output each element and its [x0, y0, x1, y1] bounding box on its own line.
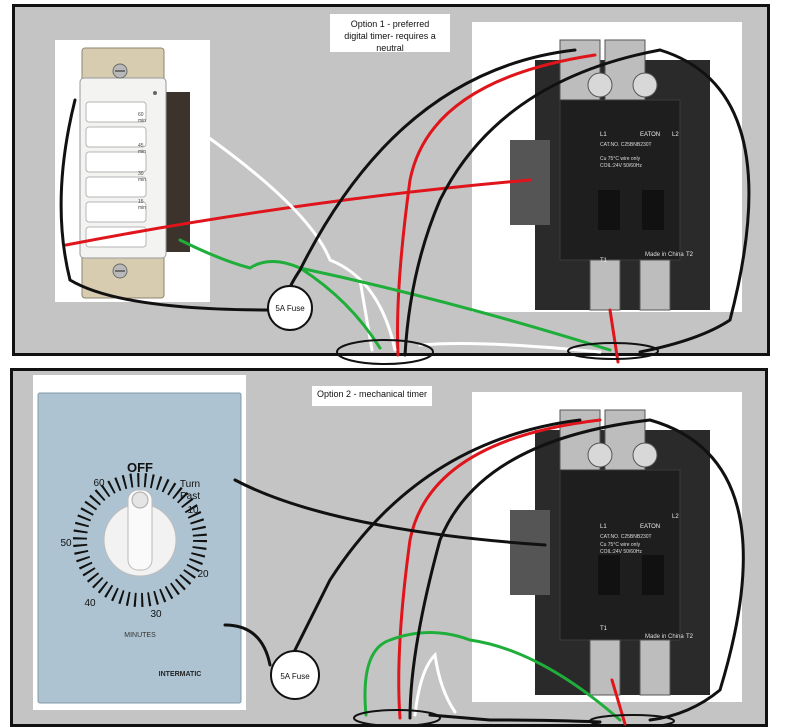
timer-mark-30-unit: min — [138, 177, 146, 183]
contactor1-cu-wire: Cu 75°C wire only — [600, 156, 641, 162]
dial-number-10: 10 — [187, 505, 199, 516]
contactor1-coil: COIL:24V 50/60Hz — [600, 163, 642, 169]
contactor2-l1: L1 — [600, 524, 607, 530]
contactor2-brand: EATON — [640, 524, 660, 530]
contactor1-l2: L2 — [672, 132, 679, 138]
option2-wires — [223, 418, 745, 726]
dial-number-20: 20 — [197, 569, 209, 580]
contactor1-brand: EATON — [640, 132, 660, 138]
contactor1-made-in: Made in China — [645, 252, 684, 258]
option1-title-line1: Option 1 - preferred — [350, 19, 430, 29]
timer-mark-15-unit: min — [138, 205, 146, 211]
timer-mark-30: 30 — [138, 171, 144, 177]
dial-number-60: 60 — [93, 478, 105, 489]
option2-wire-nut-right — [589, 714, 675, 727]
dial-past: Past — [180, 491, 200, 502]
option1-title-line2: digital timer- requires a neutral — [344, 31, 436, 53]
option2-fuse-label: 5A Fuse — [280, 672, 310, 681]
timer-mark-60-unit: min — [138, 118, 146, 124]
contactor2-t2: T2 — [686, 634, 694, 640]
option1-fuse-label: 5A Fuse — [275, 304, 305, 313]
contactor2-made-in: Made in China — [645, 634, 684, 640]
contactor1-t2: T2 — [686, 252, 694, 258]
dial-number-30: 30 — [150, 609, 162, 620]
timer-mark-15: 15 — [138, 199, 144, 205]
dial-number-50: 50 — [60, 538, 72, 549]
contactor-2: L1 EATON L2 CAT.NO. C25BNB230T Cu 75°C w… — [510, 409, 710, 696]
contactor2-t1: T1 — [600, 626, 608, 632]
timer-brand: INTERMATIC — [159, 671, 202, 678]
timer-mark-45: 45 — [138, 143, 144, 149]
option2-wire-nut-left — [353, 709, 441, 727]
contactor2-catno: CAT.NO. C25BNB230T — [600, 534, 652, 540]
option1-wire-nut-right — [567, 342, 659, 360]
dial-turn: Turn — [180, 479, 200, 490]
dial-units: MINUTES — [124, 632, 156, 639]
timer-mark-60: 60 — [138, 112, 144, 118]
digital-timer: 60 min 45 min 30 min 15 min — [79, 47, 190, 299]
contactor-1: L1 EATON L2 CAT.NO. C25BNB230T Cu 75°C w… — [510, 39, 710, 311]
mechanical-timer: OFF Turn Past 10 20 30 40 50 60 MINUTES … — [33, 375, 246, 710]
timer-mark-45-unit: min — [138, 149, 146, 155]
option1-wire-nut-left — [336, 339, 434, 365]
contactor2-cu-wire: Cu 75°C wire only — [600, 542, 641, 548]
dial-number-40: 40 — [84, 598, 96, 609]
option2-title: Option 2 - mechanical timer — [312, 386, 432, 406]
contactor2-coil: COIL:24V 50/60Hz — [600, 549, 642, 555]
dial-off: OFF — [127, 460, 153, 475]
contactor1-catno: CAT.NO. C25BNB230T — [600, 142, 652, 148]
contactor1-t1: T1 — [600, 258, 608, 264]
option2-fuse-circle — [270, 650, 320, 700]
contactor2-l2: L2 — [672, 514, 679, 520]
contactor1-l1: L1 — [600, 132, 607, 138]
option1-title: Option 1 - preferred digital timer- requ… — [330, 14, 450, 53]
option1-wires — [59, 48, 751, 364]
option1-fuse-circle — [267, 285, 313, 331]
